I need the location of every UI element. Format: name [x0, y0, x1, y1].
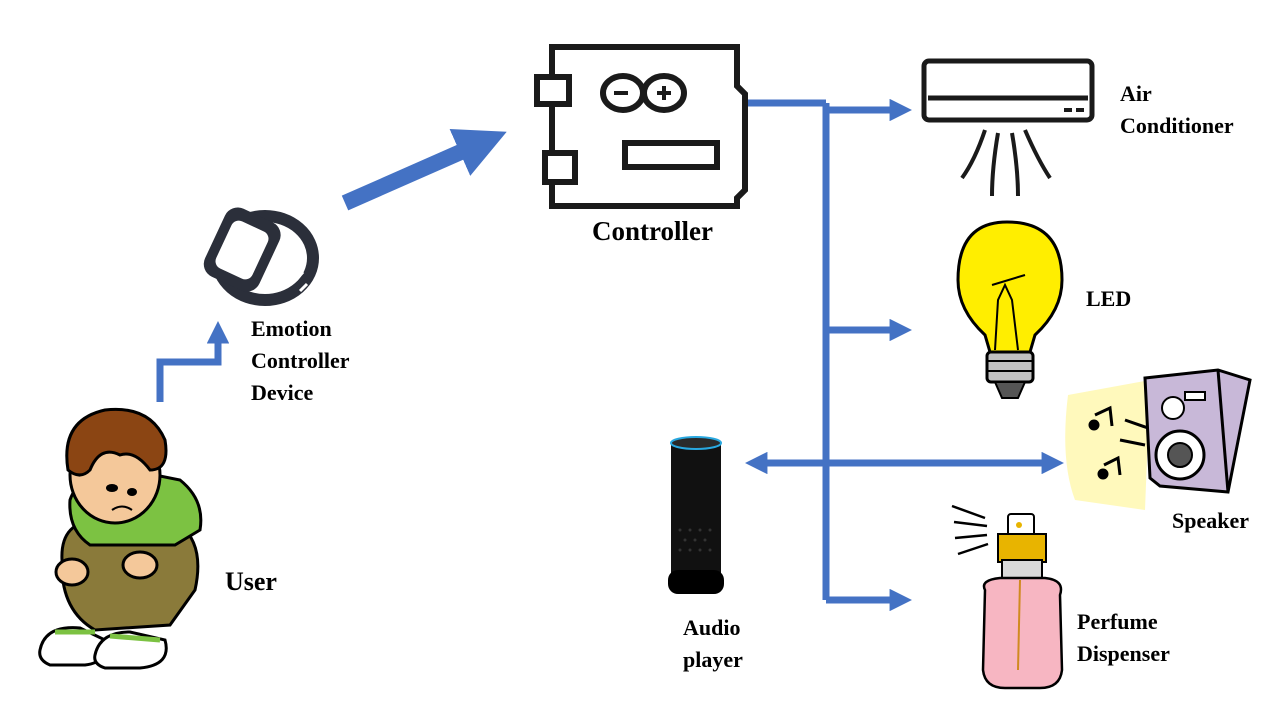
label-air-conditioner: Air Conditioner	[1120, 78, 1234, 142]
label-air-line-1: Air	[1120, 81, 1152, 106]
arrow-device-to-controller	[341, 128, 507, 211]
connectors	[156, 98, 1064, 612]
label-user: User	[225, 567, 277, 596]
label-speaker: Speaker	[1172, 508, 1249, 533]
label-led: LED	[1086, 286, 1132, 311]
arduino-board-icon	[534, 44, 748, 209]
sad-child-icon	[38, 407, 203, 670]
label-audio-line-2: player	[683, 647, 743, 672]
label-emotion-controller-device: Emotion Controller Device	[251, 313, 350, 409]
smart-speaker-icon	[668, 436, 724, 594]
label-perfume-line-2: Dispenser	[1077, 641, 1170, 666]
light-bulb-icon	[956, 220, 1064, 399]
arrow-user-to-device	[156, 321, 230, 402]
label-emotion-line-1: Emotion	[251, 316, 332, 341]
perfume-bottle-icon	[951, 504, 1064, 690]
label-air-line-2: Conditioner	[1120, 113, 1234, 138]
label-emotion-line-3: Device	[251, 380, 314, 405]
label-emotion-line-2: Controller	[251, 348, 350, 373]
label-perfume-line-1: Perfume	[1077, 609, 1158, 634]
label-perfume-dispenser: Perfume Dispenser	[1077, 606, 1170, 670]
label-audio-player: Audio player	[683, 612, 743, 676]
air-conditioner-icon	[921, 58, 1095, 197]
fitness-band-icon	[203, 207, 319, 306]
label-audio-line-1: Audio	[683, 615, 741, 640]
speaker-icon	[1065, 368, 1252, 510]
label-controller: Controller	[592, 216, 713, 246]
